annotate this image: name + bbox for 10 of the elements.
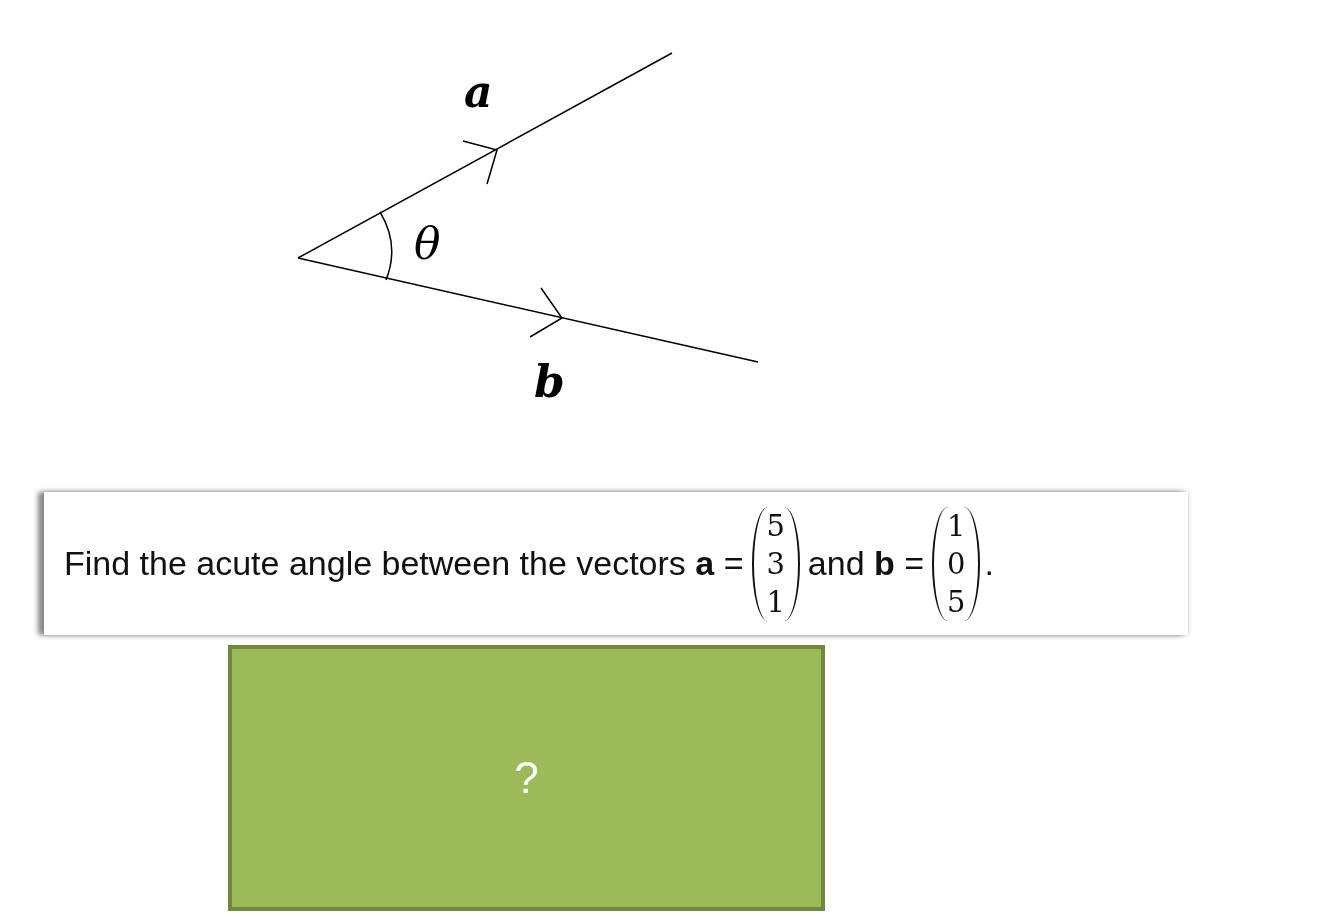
question-text: Find the acute angle between the vectors a = [64,544,744,583]
angle-label: θ [414,222,441,266]
question-text: . [984,544,994,583]
question-card [44,492,1188,635]
column-vector: 5 3 1 [751,506,800,621]
question-text: and b = [807,544,925,583]
vector-label: a [464,70,493,114]
vector-label: b [534,360,565,404]
column-vector: 1 0 5 [932,506,981,621]
answer-box: ? [228,645,825,911]
